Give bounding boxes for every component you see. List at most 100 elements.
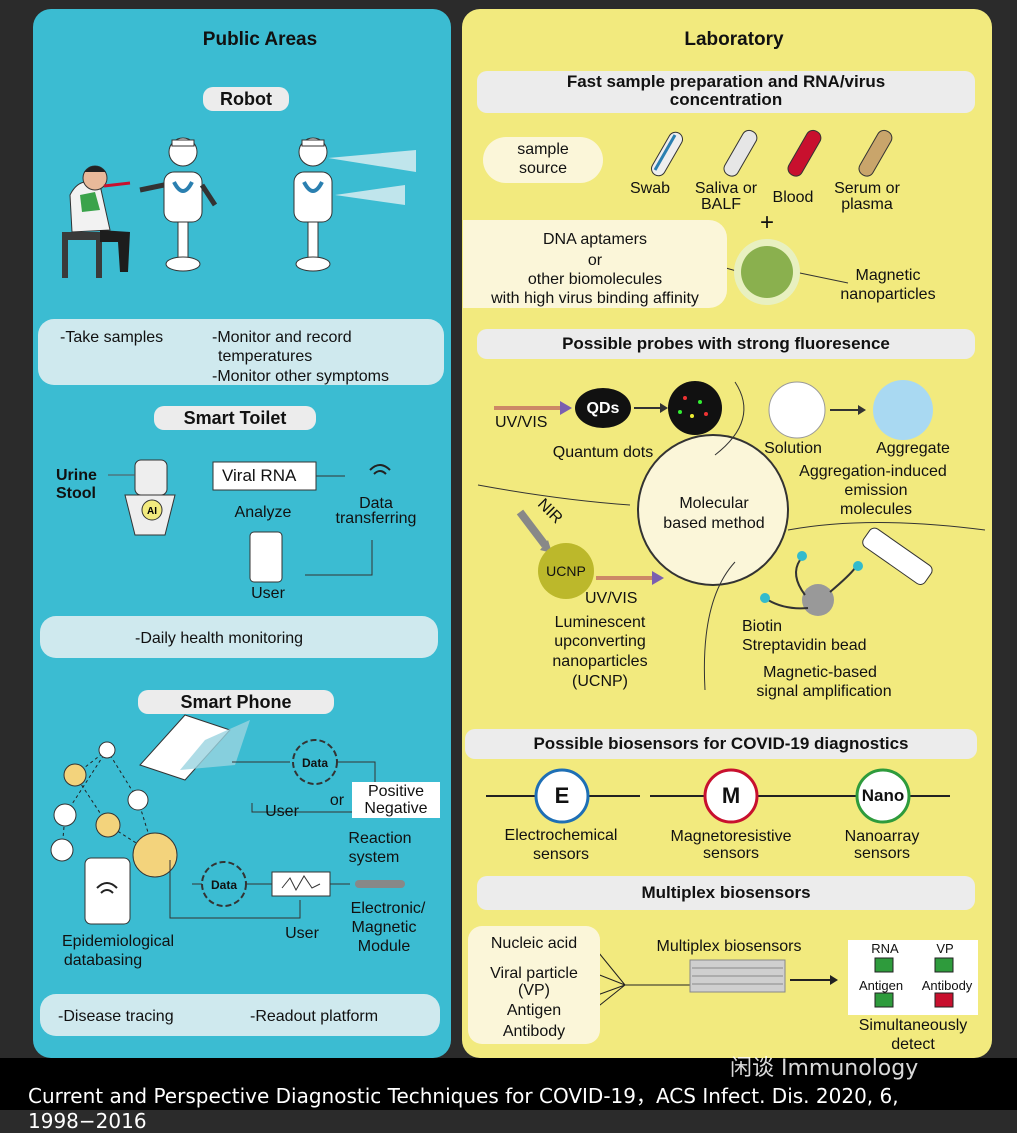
- based-method-label: based method: [663, 515, 765, 532]
- antibody-grid-label: Antibody: [921, 978, 973, 993]
- biotin-label: Biotin: [742, 618, 783, 635]
- ucnp-label-1: Luminescent: [554, 614, 646, 631]
- aie-label-3: molecules: [839, 501, 913, 518]
- negative-label: Negative: [352, 799, 440, 818]
- plus-sign: +: [759, 209, 774, 236]
- magnetic-label: Magnetic: [351, 919, 417, 936]
- multiplex-pill: Multiplex biosensors: [477, 876, 975, 910]
- qds-label: QDs: [586, 400, 620, 417]
- inputs-box: [468, 926, 600, 1044]
- aggregate-icon: [873, 380, 933, 440]
- wifi-icon-2: [96, 882, 118, 894]
- ucnp-icon: [538, 543, 594, 599]
- toilet-note: [40, 616, 438, 658]
- e-sensor-label: E: [554, 783, 570, 808]
- note-take-samples: -Take samples: [60, 329, 164, 346]
- ucnp-bead-label: UCNP: [546, 563, 586, 579]
- nanoarray-sensor-icon: [855, 768, 911, 824]
- multiplex-biosensors-label: Multiplex biosensors: [656, 938, 802, 955]
- biosensors-pill: Possible biosensors for COVID-19 diagnos…: [465, 729, 977, 759]
- electrochemical-sensors-label: sensors: [532, 846, 590, 863]
- robot-icon-right: [293, 137, 416, 272]
- molecular-method-circle: [637, 434, 789, 586]
- databasing-label: databasing: [63, 952, 143, 969]
- aggregate-label: Aggregate: [876, 440, 950, 457]
- phone-user-icon: [249, 531, 283, 583]
- test-strip-icon: [862, 527, 933, 585]
- streptavidin-bead-icon: [802, 584, 834, 616]
- rna-grid-label: RNA: [871, 941, 899, 956]
- sample-prep-pill: Fast sample preparation and RNA/virus co…: [477, 71, 975, 113]
- robot-pill: Robot: [203, 87, 289, 111]
- smart-phone-pill: Smart Phone: [138, 690, 334, 714]
- aie-label-2: emission: [844, 482, 908, 499]
- ai-label: AI: [147, 506, 157, 517]
- quantum-dots-icon: [668, 381, 722, 435]
- stool-label: Stool: [56, 485, 96, 502]
- ucnp-label-2: upconverting: [554, 633, 646, 650]
- toilet-icon: [124, 459, 176, 536]
- quantum-dots-label: Quantum dots: [552, 444, 654, 461]
- antigen-input-label: Antigen: [506, 1002, 562, 1019]
- ucnp-label-3: nanoparticles: [552, 653, 648, 670]
- aie-label-1: Aggregation-induced: [799, 463, 947, 480]
- phone-user-label-b: User: [285, 925, 319, 942]
- vp-grid-label: VP: [936, 941, 954, 956]
- probes-pill: Possible probes with strong fluoresence: [477, 329, 975, 359]
- nir-arrow: [516, 509, 549, 548]
- m-sensor-label: M: [721, 783, 741, 808]
- binding-affinity-label: with high virus binding affinity: [491, 290, 699, 307]
- epidemiological-label: Epidemiological: [61, 933, 175, 950]
- electronic-module-icon: [271, 871, 331, 897]
- nucleic-acid-label: Nucleic acid: [490, 935, 578, 952]
- balf-label: BALF: [700, 196, 741, 213]
- phone-user-label-a: User: [265, 803, 299, 820]
- robot-note: [38, 319, 444, 385]
- solution-icon: [768, 381, 826, 439]
- nanoparticles-label: nanoparticles: [840, 286, 936, 303]
- note-monitor-record: -Monitor and record: [212, 329, 352, 346]
- system-label: system: [348, 849, 400, 866]
- serum-tube-icon: [858, 129, 893, 177]
- robot-icon-left: [139, 137, 218, 272]
- other-biomolecules-label: other biomolecules: [527, 271, 663, 288]
- dna-aptamer-box: [463, 220, 727, 308]
- result-grid: [848, 940, 978, 1015]
- magnetoresistive-sensors-label: sensors: [702, 845, 760, 862]
- solution-label: Solution: [764, 440, 822, 457]
- dna-aptamers-label: DNA aptamers: [542, 231, 648, 248]
- watermark-text: 闲谈 Immunology: [730, 1056, 919, 1081]
- swab-label: Swab: [629, 180, 671, 197]
- nanoarray-sensors-label: sensors: [853, 845, 911, 862]
- molecular-label: Molecular: [679, 495, 749, 512]
- sample-label: sample: [517, 141, 569, 158]
- caption-bar: [0, 1058, 1017, 1110]
- person-sitting-icon: [62, 165, 131, 278]
- user-network-icon: [50, 741, 178, 878]
- data-label-a: Data: [301, 756, 328, 770]
- serum-label: Serum or: [834, 180, 900, 197]
- electronic-label: Electronic/: [350, 900, 426, 917]
- phone-note: [40, 994, 440, 1036]
- qds-icon: [575, 388, 631, 428]
- diagram-graphics: AI: [50, 129, 986, 1026]
- laboratory-title: Laboratory: [684, 29, 784, 50]
- antibody-input-label: Antibody: [502, 1023, 566, 1040]
- analyze-label: Analyze: [234, 504, 292, 521]
- sample-source-box: [483, 137, 603, 183]
- nano-sensor-label: Nano: [861, 786, 905, 805]
- magnetoresistive-label: Magnetoresistive: [670, 828, 792, 845]
- urine-label: Urine: [56, 467, 97, 484]
- source-label: source: [518, 160, 568, 177]
- sample-prep-line1: Fast sample preparation and RNA/virus: [566, 72, 886, 91]
- detect-label: detect: [891, 1036, 935, 1053]
- blood-tube-icon: [787, 129, 822, 177]
- simultaneously-label: Simultaneously: [858, 1017, 968, 1034]
- plasma-label: plasma: [841, 196, 893, 213]
- magnetic-label-lab: Magnetic: [855, 267, 921, 284]
- mag-amp-label-1: Magnetic-based: [763, 664, 877, 681]
- readout-platform-label: -Readout platform: [250, 1008, 379, 1025]
- caption-text: Current and Perspective Diagnostic Techn…: [28, 1084, 899, 1133]
- public-areas-title: Public Areas: [202, 29, 318, 50]
- wifi-icon: [369, 464, 391, 475]
